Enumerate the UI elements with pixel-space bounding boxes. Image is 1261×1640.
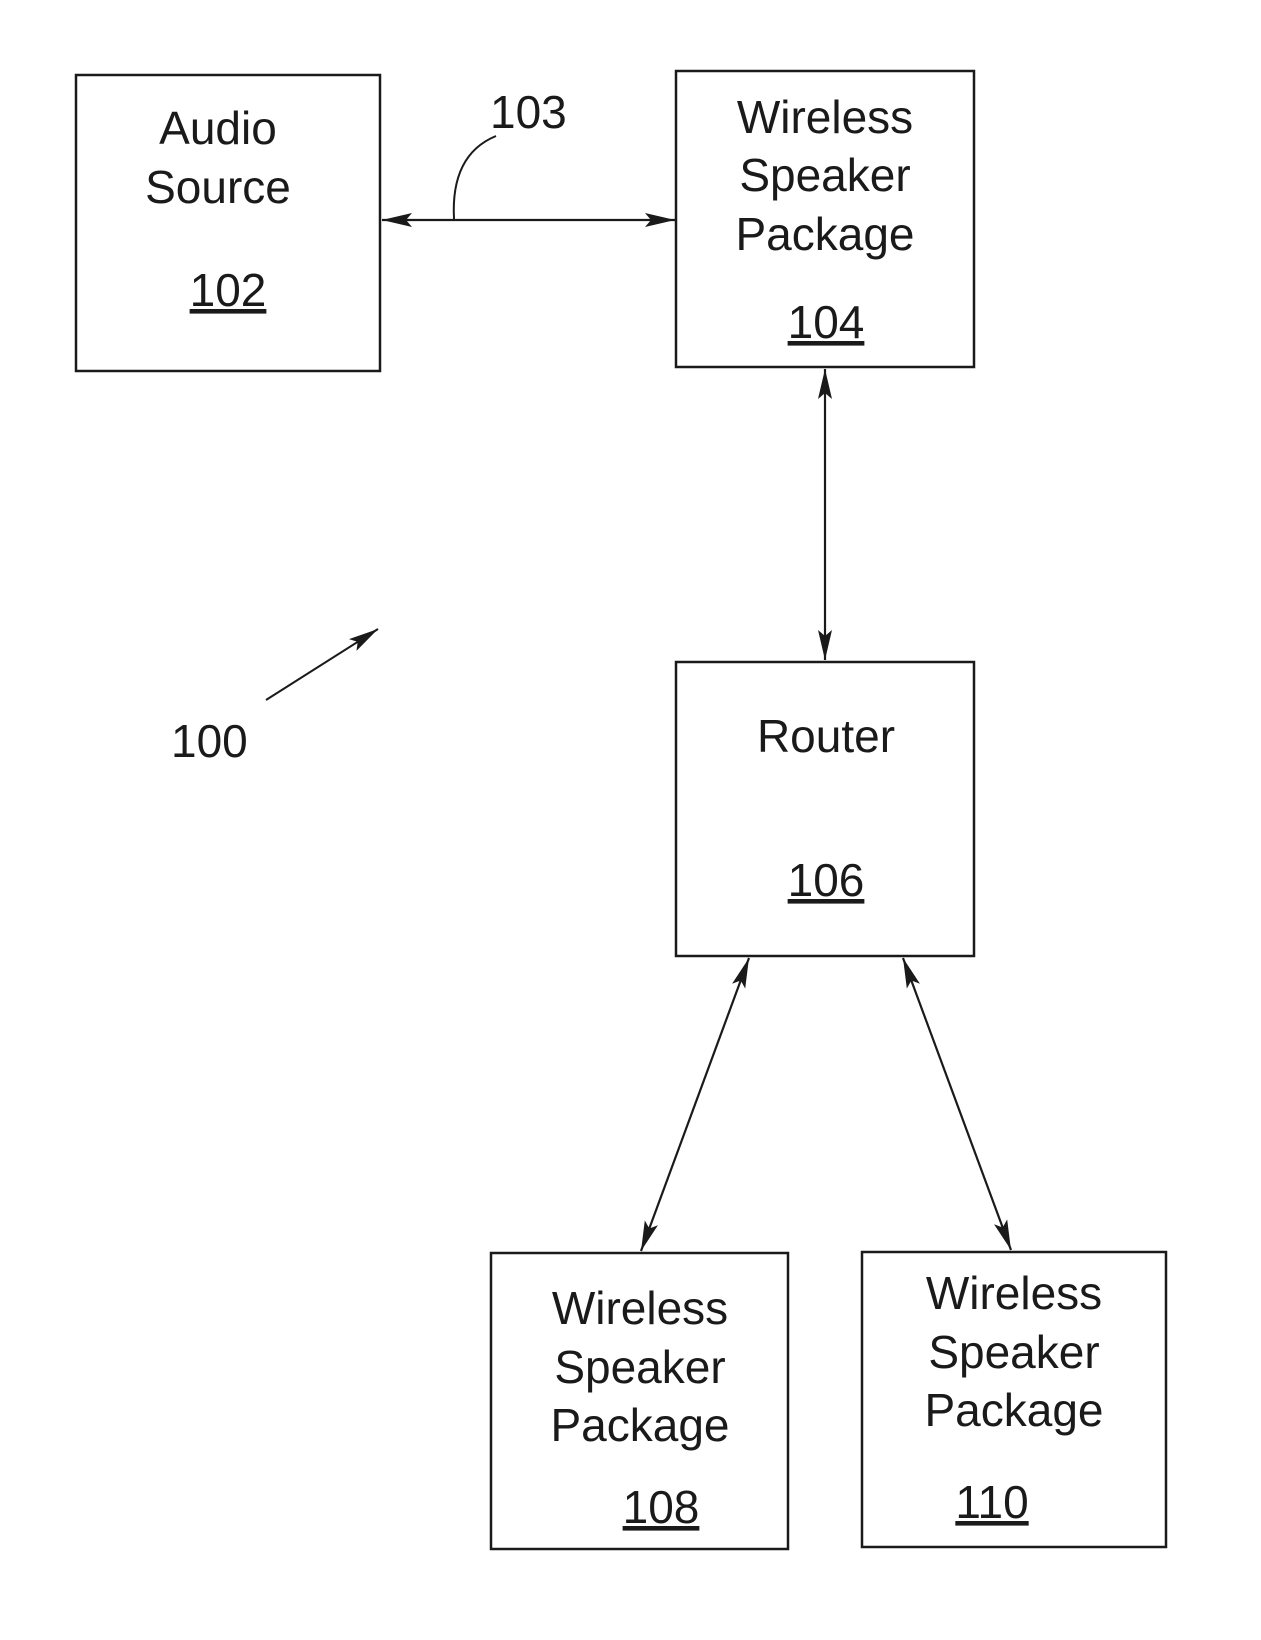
- wireless-speaker-package-108-box: Wireless Speaker Package 108: [491, 1253, 788, 1549]
- bidirectional-arrow-106-110: [903, 958, 1011, 1250]
- connection-103-label: 103: [490, 86, 567, 138]
- wireless-speaker-package-104-box: Wireless Speaker Package 104: [676, 71, 974, 367]
- speaker-104-label-line-3: Package: [735, 208, 914, 260]
- wireless-speaker-package-110-box: Wireless Speaker Package 110: [862, 1252, 1166, 1547]
- router-ref-number: 106: [788, 854, 865, 906]
- bidirectional-arrow-106-108: [641, 958, 749, 1251]
- router-box: Router 106: [676, 662, 974, 956]
- speaker-108-ref-number: 108: [623, 1481, 700, 1533]
- figure-reference-100: 100: [171, 629, 378, 767]
- connection-router-to-speaker-108: [641, 958, 749, 1251]
- connection-audio-source-to-speaker-104: 103: [382, 86, 675, 220]
- connection-router-to-speaker-110: [903, 958, 1011, 1250]
- speaker-110-label-line-3: Package: [924, 1384, 1103, 1436]
- audio-source-label-line-1: Audio: [159, 102, 277, 154]
- speaker-110-label-line-1: Wireless: [926, 1267, 1102, 1319]
- speaker-104-label-line-2: Speaker: [739, 149, 910, 201]
- audio-source-box: Audio Source 102: [76, 75, 380, 371]
- speaker-108-label-line-3: Package: [550, 1399, 729, 1451]
- speaker-104-label-line-1: Wireless: [737, 91, 913, 143]
- audio-source-ref-number: 102: [190, 264, 267, 316]
- label-103-leader: [454, 136, 496, 219]
- speaker-108-label-line-1: Wireless: [552, 1282, 728, 1334]
- audio-source-label-line-2: Source: [145, 161, 291, 213]
- speaker-104-ref-number: 104: [788, 296, 865, 348]
- figure-100-label: 100: [171, 715, 248, 767]
- router-box-frame: [676, 662, 974, 956]
- speaker-110-ref-number: 110: [955, 1476, 1028, 1528]
- figure-100-pointer-arrow: [266, 629, 378, 700]
- speaker-108-label-line-2: Speaker: [554, 1341, 725, 1393]
- router-label: Router: [757, 710, 895, 762]
- speaker-110-label-line-2: Speaker: [928, 1326, 1099, 1378]
